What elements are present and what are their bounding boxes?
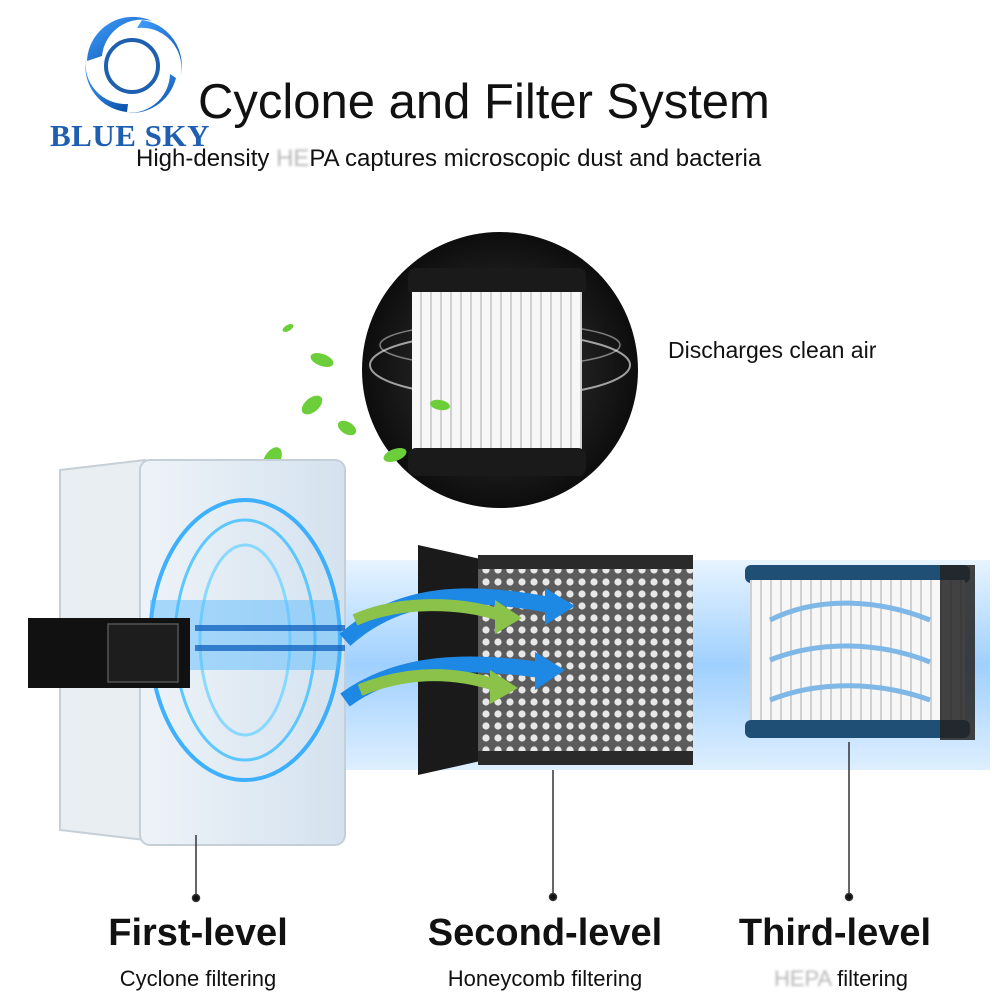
stage-3-subtitle: HEPA filtering <box>774 966 908 992</box>
brand-logo: Blue Sky <box>22 8 222 158</box>
subtitle-before: High-density <box>136 145 277 172</box>
leaf-decoration <box>262 324 450 473</box>
stage-2-subtitle: Honeycomb filtering <box>447 966 643 991</box>
swirl-circle-icon <box>85 16 182 113</box>
stage-1-subtitle: Cyclone filtering <box>119 966 277 991</box>
leader-lines <box>191 742 854 903</box>
hepa-filter-cylinder <box>745 565 975 740</box>
cyclone-canister <box>28 458 346 846</box>
page-subtitle: High-density HEPA captures microscopic d… <box>136 145 896 173</box>
stage-3-title: Third-level <box>738 912 932 954</box>
stage-1-title: First-level <box>108 912 288 954</box>
subtitle-blurred: HE <box>276 145 310 172</box>
page-title: Cyclone and Filter System <box>198 75 770 129</box>
stage-3-subtitle-after: filtering <box>831 966 909 991</box>
discharge-label: Discharges clean air <box>668 337 877 363</box>
logo-text: Blue Sky <box>50 118 210 153</box>
honeycomb-filter <box>339 545 693 775</box>
subtitle-after: PA captures microscopic dust and bacteri… <box>309 145 762 172</box>
stage-3-subtitle-blurred: HEPA <box>773 966 832 991</box>
stage-2-title: Second-level <box>427 912 663 954</box>
hepa-inset <box>362 232 638 508</box>
